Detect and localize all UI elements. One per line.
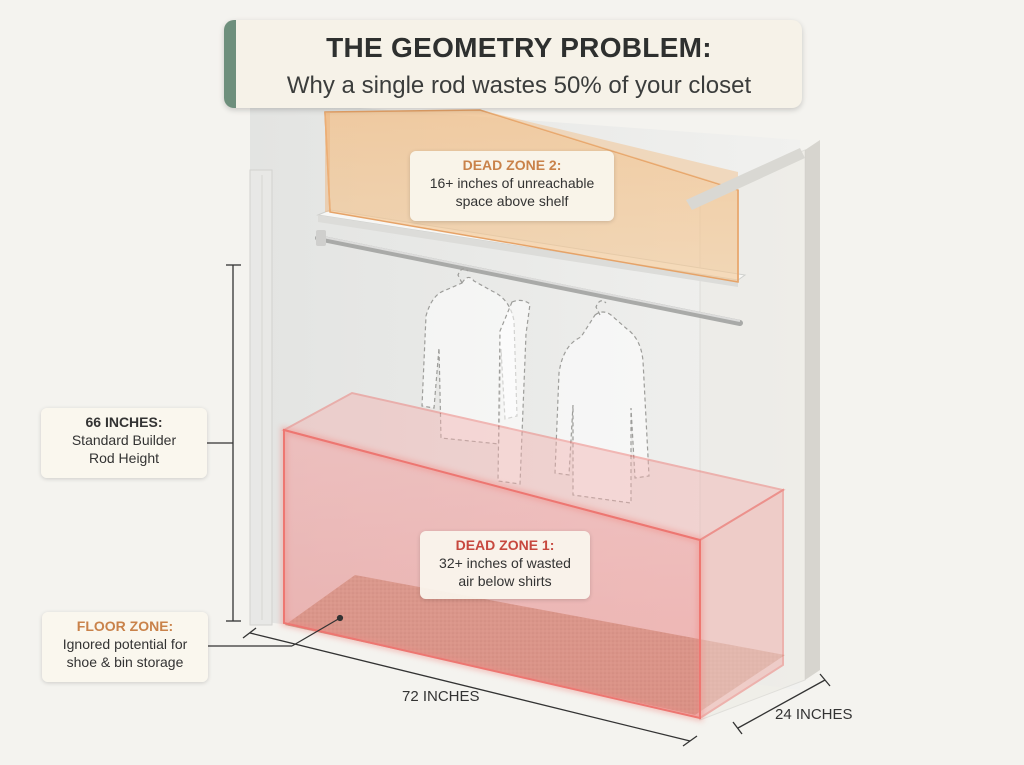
dead-zone-1-callout: DEAD ZONE 1: 32+ inches of wasted air be… [420,531,590,599]
dead-zone-2-title: DEAD ZONE 2: [462,157,562,173]
rod-height-line2: Rod Height [88,450,160,466]
depth-dimension-label: 24 INCHES [775,706,853,723]
dead-zone-1-title: DEAD ZONE 1: [455,537,555,553]
rod-height-callout: 66 INCHES: Standard Builder Rod Height [41,408,207,478]
floor-zone-title: FLOOR ZONE: [76,618,174,634]
page-title: THE GEOMETRY PROBLEM: [326,32,712,63]
door-frame [249,169,273,626]
closet-rod [315,230,743,326]
dead-zone-1-line1: 32+ inches of wasted [439,555,571,571]
hanging-clothes [421,268,650,504]
floor-zone-callout: FLOOR ZONE: Ignored potential for shoe &… [42,612,208,682]
title-accent-bar [224,20,236,108]
shirt-icon [421,276,518,445]
rod-height-dimension [207,264,241,622]
rod-height-line1: Standard Builder [71,432,177,448]
depth-dimension [732,673,831,735]
jacket-icon [554,311,650,504]
dead-zone-2-callout: DEAD ZONE 2: 16+ inches of unreachable s… [410,151,614,221]
dead-zone-2-line1: 16+ inches of unreachable [429,175,595,191]
dead-zone-1-line2: air below shirts [458,573,552,589]
page-subtitle: Why a single rod wastes 50% of your clos… [286,72,752,99]
rod-height-title: 66 INCHES: [85,414,163,430]
floor-zone-leader [208,614,344,647]
floor-zone-line2: shoe & bin storage [66,654,184,670]
floor-zone-line1: Ignored potential for [62,636,188,652]
ceiling-edge [686,148,805,210]
width-dimension [242,627,698,747]
side-panel [699,140,820,721]
title-card: THE GEOMETRY PROBLEM: Why a single rod w… [224,20,802,108]
dead-zone-2-line2: space above shelf [455,193,569,209]
width-dimension-label: 72 INCHES [402,688,480,705]
garment-icon [497,299,531,485]
